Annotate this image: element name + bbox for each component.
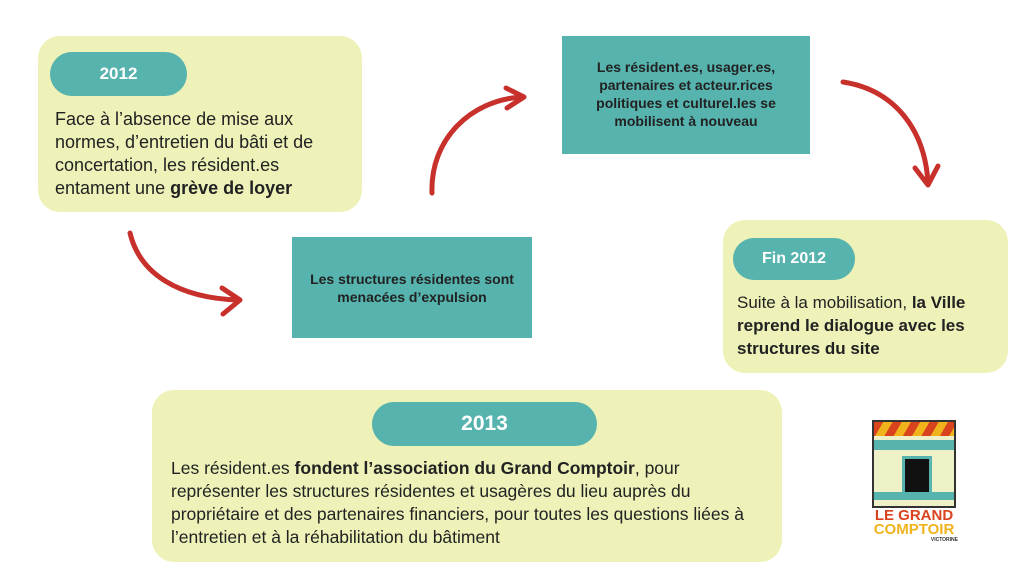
step-text: Face à l’absence de mise aux normes, d’e… — [55, 108, 355, 200]
logo-building-icon — [872, 420, 956, 508]
logo-line-2: COMPTOIR — [873, 521, 955, 538]
year-badge: 2012 — [50, 52, 187, 96]
arrow-3 — [840, 79, 931, 186]
bold-text: fondent l’association du Grand Comptoir — [294, 458, 635, 478]
bold-text: grève de loyer — [170, 178, 293, 198]
step-text: Les structures résidentes sont menacées … — [310, 270, 514, 305]
logo-line-1: LE GRAND — [874, 507, 954, 524]
step-text: Les résident.es fondent l’association du… — [171, 457, 771, 549]
year-badge: Fin 2012 — [733, 238, 855, 280]
step-2012-card: 2012 Face à l’absence de mise aux normes… — [38, 36, 362, 212]
step-text: Les résident.es, usager.es, partenaires … — [596, 59, 776, 129]
text: , pour représenter les structures réside… — [171, 458, 744, 547]
text: Suite à la mobilisation, — [737, 293, 912, 312]
year-badge: 2013 — [372, 402, 597, 446]
step-2013-card: 2013 Les résident.es fondent l’associati… — [152, 390, 782, 562]
threat-box: Les structures résidentes sont menacées … — [292, 237, 532, 338]
text: Face à l’absence de mise aux normes, d’e… — [55, 109, 314, 198]
mobilisation-box: Les résident.es, usager.es, partenaires … — [562, 36, 810, 154]
text: Les résident.es — [171, 458, 295, 478]
grand-comptoir-logo: LE GRAND COMPTOIR VICTORINE — [868, 420, 960, 545]
step-fin-2012-card: Fin 2012 Suite à la mobilisation, la Vil… — [723, 220, 1008, 373]
logo-line-3: VICTORINE — [930, 537, 958, 543]
step-text: Suite à la mobilisation, la Ville repren… — [737, 291, 1002, 360]
arrow-2 — [429, 94, 525, 196]
bold-text: la Ville reprend le dialogue avec les st… — [737, 293, 966, 358]
arrow-1 — [127, 230, 241, 303]
